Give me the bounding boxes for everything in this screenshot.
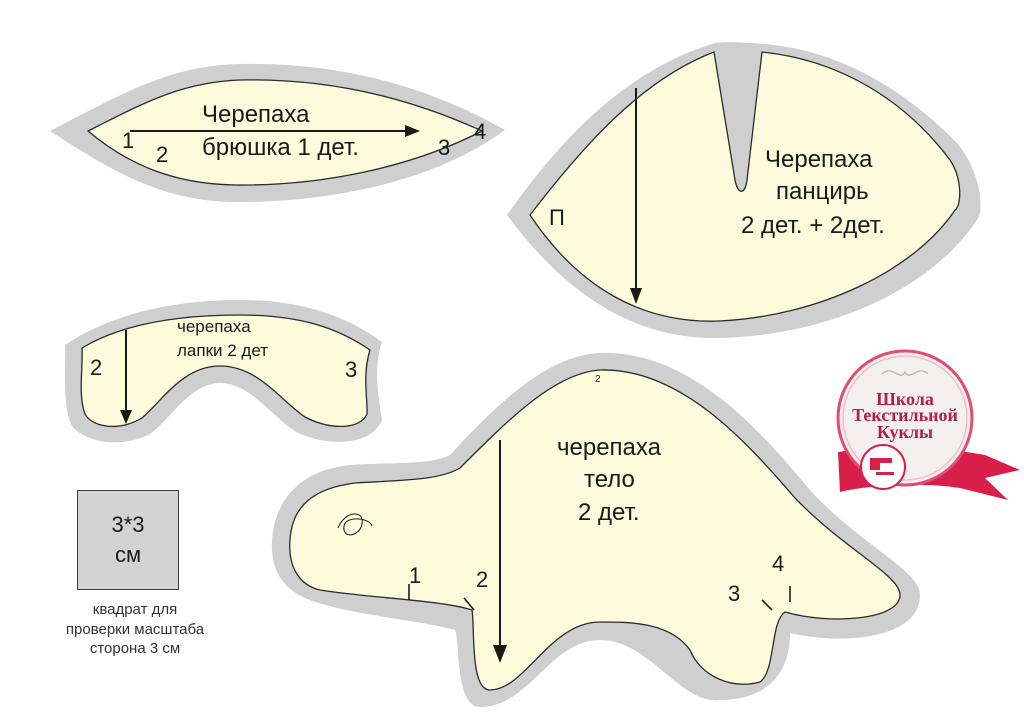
body-title: черепаха xyxy=(557,434,662,461)
shell-line3: 2 дет. + 2дет. xyxy=(741,212,885,239)
shell-pattern-piece: Черепаха панцирь 2 дет. + 2дет. П xyxy=(507,42,981,339)
scale-caption-line1: квадрат для xyxy=(92,601,178,618)
body-top-mark: 2 xyxy=(595,374,601,385)
logo-line3: Куклы xyxy=(877,422,933,442)
body-notch-3 xyxy=(761,599,773,611)
scale-caption-line2: проверки масштаба xyxy=(65,620,205,638)
logo-inner-ring xyxy=(842,355,968,481)
shell-line2: панцирь xyxy=(776,178,869,205)
paws-mark-3: 3 xyxy=(345,357,357,382)
belly-subtitle: брюшка 1 дет. xyxy=(202,134,359,161)
scale-box-size: 3*3 xyxy=(111,512,145,538)
belly-title: Черепаха xyxy=(202,101,310,128)
paws-pattern-piece: черепаха лапки 2 дет 2 3 xyxy=(65,300,382,443)
belly-mark-2: 2 xyxy=(156,142,168,167)
belly-mark-3: 3 xyxy=(438,135,450,160)
body-line3: 2 дет. xyxy=(578,499,640,526)
eye-swirl-icon xyxy=(337,513,373,536)
body-mark-4: 4 xyxy=(772,551,784,576)
shell-outline xyxy=(529,51,961,322)
body-notch-2 xyxy=(463,597,475,611)
belly-pattern-piece: Черепаха брюшка 1 дет. 1 2 3 4 xyxy=(50,63,505,203)
body-mark-2: 2 xyxy=(476,567,488,592)
body-outline xyxy=(289,369,901,691)
body-arrowhead xyxy=(493,645,507,663)
logo-ornament-icon xyxy=(881,370,929,376)
belly-outline xyxy=(86,79,484,186)
belly-arrowhead xyxy=(405,125,420,137)
scale-box-unit: см xyxy=(114,542,142,567)
paws-mark-2: 2 xyxy=(90,355,102,380)
shell-title: Черепаха xyxy=(765,146,873,173)
scale-caption: квадрат для проверки масштаба сторона 3 … xyxy=(40,600,230,659)
belly-mark-1: 1 xyxy=(122,128,134,153)
logo-badge xyxy=(860,444,906,490)
paws-subtitle: лапки 2 дет xyxy=(177,341,268,360)
body-pattern-piece: черепаха тело 2 дет. 1 2 3 4 2 xyxy=(271,352,921,707)
scale-caption-line3: сторона 3 см xyxy=(89,640,181,657)
body-mark-1: 1 xyxy=(409,563,421,588)
body-mark-3: 3 xyxy=(728,581,740,606)
school-logo: Школа Текстильной Куклы xyxy=(836,349,1020,500)
paws-arrowhead xyxy=(120,410,132,424)
shell-mark: П xyxy=(549,205,565,230)
shell-arrowhead xyxy=(630,288,642,304)
belly-mark-4: 4 xyxy=(474,119,486,144)
logo-line1: Школа xyxy=(876,389,934,409)
body-line2: тело xyxy=(584,466,635,493)
paws-outline xyxy=(80,314,371,428)
logo-line2: Текстильной xyxy=(852,405,958,425)
scale-check-square: 3*3 см xyxy=(77,490,179,590)
sewing-machine-icon xyxy=(870,458,894,475)
paws-title: черепаха xyxy=(177,317,251,336)
